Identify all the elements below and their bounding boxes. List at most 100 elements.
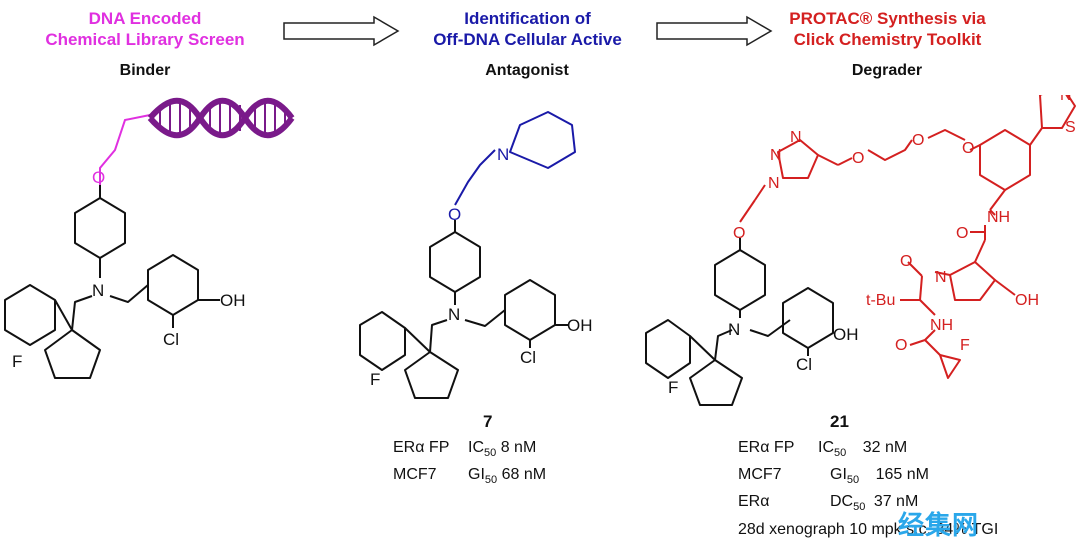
- compound7-value-2: 68 nM: [501, 466, 547, 484]
- compound21-assay-2: MCF7: [738, 466, 782, 484]
- binder-fluorine: F: [12, 352, 22, 371]
- compound21-metric-3: DC: [830, 493, 854, 511]
- panel2-subtitle: Antagonist: [485, 62, 569, 79]
- panel1-title: DNA Encoded Chemical Library Screen: [20, 8, 270, 50]
- cyclopropyl-fluorine: F: [960, 337, 970, 354]
- compound7-structure: O N N OH Cl F: [359, 111, 593, 399]
- pyrrolidine-ring: [949, 261, 996, 301]
- compound21-row-xenograph: 28d xenograph 10 mpk s.c. 84% TGI: [738, 520, 999, 538]
- panel3-title-line2: Click Chemistry Toolkit: [793, 30, 982, 49]
- tert-butyl-label: t-Bu: [866, 292, 895, 309]
- compound7-assay-1: ERα FP: [393, 439, 450, 456]
- amide-nh-2: NH: [930, 317, 953, 334]
- piperidine-nitrogen: N: [497, 145, 509, 164]
- compound7-metric-2: GI: [468, 466, 485, 484]
- binder-structure: O N OH Cl F: [4, 97, 295, 379]
- binder-oxygen: O: [92, 168, 105, 187]
- compound7-fluorine: F: [370, 370, 380, 389]
- binder-nitrogen: N: [92, 281, 104, 300]
- compound21-metric-3-sub: 50: [853, 501, 866, 514]
- triazole-n1: N: [768, 175, 780, 192]
- compound21-nitrogen: N: [728, 320, 740, 339]
- binder-hydroxyl: OH: [220, 291, 246, 310]
- compound7-oxygen: O: [448, 205, 461, 224]
- panel1-title-line1: DNA Encoded: [88, 9, 202, 28]
- piperidine-ring: [509, 111, 576, 169]
- compound21-structure: N OH Cl F O N N N: [645, 95, 1076, 406]
- binder-aryl-ring: [74, 197, 126, 259]
- compound21-value-2: 165 nM: [875, 466, 929, 484]
- compound21-chlorine: Cl: [796, 355, 812, 374]
- compound21-phenol-ring: [782, 287, 834, 349]
- watermark-logo: 经集网: [898, 511, 980, 541]
- compound21-metric-1-sub: 50: [834, 447, 847, 460]
- aryl-linker-ring: [979, 129, 1031, 191]
- binder-chlorine: Cl: [163, 330, 179, 349]
- flow-arrow-2: [656, 15, 773, 47]
- compound21-metric-2-sub: 50: [846, 474, 860, 487]
- triazole-ring: [777, 139, 819, 179]
- pyrrolidine-nitrogen: N: [935, 269, 947, 286]
- amide-oxygen-2: O: [900, 253, 912, 270]
- triazole-n3: N: [770, 147, 782, 164]
- compound21-aryl-ring: [714, 249, 766, 311]
- compound7-metric-1-sub: 50: [484, 447, 497, 460]
- compound7-aryl-ring: [429, 231, 481, 293]
- panel2-title-line1: Identification of: [464, 9, 591, 28]
- panel3-title: PROTAC® Synthesis via Click Chemistry To…: [755, 8, 1020, 50]
- amide-oxygen-1: O: [956, 225, 968, 242]
- triazole-n2: N: [790, 129, 802, 146]
- peg-oxygen-3: O: [962, 140, 974, 157]
- compound21-assay-3: ERα: [738, 493, 770, 511]
- flow-arrow-1: [283, 15, 400, 47]
- compound21-cyclopentane: [689, 359, 743, 406]
- compound21-oxygen: O: [733, 225, 745, 242]
- amide-nh-1: NH: [987, 209, 1010, 226]
- compound21-metric-2: GI: [830, 466, 847, 484]
- dna-helix-icon: [147, 97, 295, 139]
- compound21-label: 21: [830, 412, 849, 431]
- panel1-subtitle: Binder: [119, 62, 171, 79]
- panel2-title: Identification of Off-DNA Cellular Activ…: [395, 8, 660, 50]
- compound21-value-1: 32 nM: [862, 439, 908, 456]
- compound21-assay-1: ERα FP: [738, 439, 795, 456]
- compound21-row-mcf7: MCF7 GI50 165 nM: [738, 464, 998, 491]
- panel1-title-line2: Chemical Library Screen: [45, 30, 245, 49]
- compound7-cyclopentane: [404, 351, 459, 399]
- compound7-hydroxyl: OH: [567, 316, 593, 335]
- compound7-fluorophenyl: [359, 311, 406, 371]
- compound7-row-erfp: ERα FP IC50 8 nM: [393, 437, 546, 464]
- compound7-chlorine: Cl: [520, 348, 536, 367]
- compound7-phenol-ring: [504, 279, 556, 341]
- thiazole-nitrogen: N: [1060, 95, 1072, 104]
- thiazole-ring: [1039, 95, 1076, 129]
- compound7-nitrogen: N: [448, 305, 460, 324]
- thiazole-sulfur: S: [1065, 119, 1076, 136]
- binder-cyclopentane: [44, 329, 101, 379]
- compound7-metric-1: IC: [468, 439, 484, 456]
- amide-oxygen-3: O: [895, 337, 907, 354]
- compound21-row-dc: ERα DC50 37 nM: [738, 491, 998, 518]
- vhl-hydroxyl: OH: [1015, 292, 1039, 309]
- compound21-value-3: 37 nM: [873, 493, 919, 511]
- binder-phenol-ring: [147, 254, 199, 316]
- compound7-assay-2: MCF7: [393, 466, 437, 484]
- cyclopropyl-ring: [939, 354, 961, 379]
- peg-oxygen-2: O: [912, 132, 924, 149]
- binder-fluorophenyl: [4, 284, 56, 346]
- compound21-metric-1: IC: [818, 439, 834, 456]
- compound7-value-1: 8 nM: [500, 439, 537, 456]
- compound7-row-mcf7: MCF7 GI50 68 nM: [393, 464, 546, 491]
- compound21-hydroxyl: OH: [833, 325, 859, 344]
- panel3-subtitle: Degrader: [851, 62, 923, 79]
- panel2-title-line2: Off-DNA Cellular Active: [433, 30, 622, 49]
- compound21-fluorophenyl: [645, 319, 691, 379]
- peg-oxygen-1: O: [852, 150, 864, 167]
- compound7-metric-2-sub: 50: [484, 474, 498, 487]
- panel3-title-line1: PROTAC® Synthesis via: [789, 9, 986, 28]
- compound21-row-erfp: ERα FP IC50 32 nM: [738, 437, 998, 464]
- compound7-label: 7: [483, 412, 493, 431]
- compound21-fluorine: F: [668, 378, 678, 397]
